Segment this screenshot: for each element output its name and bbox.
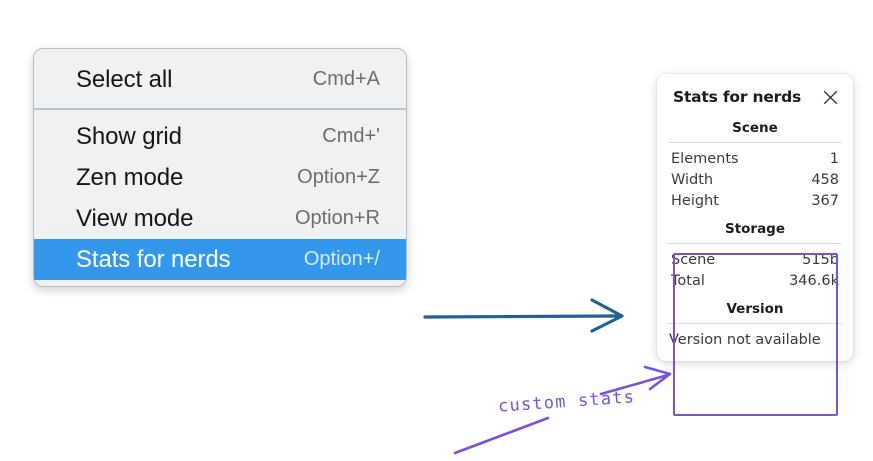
stats-panel-title: Stats for nerds [673, 88, 802, 106]
stats-row-value: 367 [811, 192, 839, 209]
section-spacer [657, 291, 853, 300]
menu-item-select-all[interactable]: Select all Cmd+A [34, 59, 406, 100]
stats-section-version: Version Version not available [657, 300, 853, 349]
stats-row-storage-scene: Scene 515b [657, 249, 853, 270]
stats-section-scene: Scene Elements 1 Width 458 Height 367 [657, 119, 853, 211]
stats-row-key: Total [671, 272, 705, 289]
stats-row-height: Height 367 [657, 190, 853, 211]
menu-item-label: Zen mode [76, 163, 184, 191]
section-heading: Scene [732, 120, 778, 136]
stats-panel-titlebar: Stats for nerds [657, 88, 853, 106]
custom-stats-underline-stroke [453, 416, 550, 455]
menu-item-shortcut: Option+/ [303, 248, 380, 270]
menu-item-label: Show grid [76, 122, 182, 150]
menu-item-shortcut: Option+R [294, 207, 380, 229]
context-menu[interactable]: Select all Cmd+A Show grid Cmd+' Zen mod… [33, 48, 407, 287]
stats-row-value: 458 [811, 171, 839, 188]
menu-item-label: View mode [76, 204, 194, 232]
menu-item-shortcut: Cmd+A [312, 68, 380, 90]
section-heading: Storage [724, 221, 786, 237]
menu-item-zen-mode[interactable]: Zen mode Option+Z [34, 157, 406, 198]
menu-item-shortcut: Cmd+' [322, 125, 380, 147]
stats-row-key: Elements [671, 150, 739, 167]
stats-section-storage: Storage Scene 515b Total 346.6k [657, 220, 853, 291]
stats-row-width: Width 458 [657, 169, 853, 190]
section-divider [668, 142, 842, 143]
stats-row-value: 515b [802, 251, 839, 268]
menu-item-label: Stats for nerds [76, 245, 231, 273]
stats-row-key: Width [671, 171, 714, 188]
menu-separator [34, 108, 406, 110]
flow-arrow-icon [423, 298, 624, 333]
stats-row-elements: Elements 1 [657, 148, 853, 169]
stats-row-storage-total: Total 346.6k [657, 270, 853, 291]
stats-row-value: 346.6k [789, 272, 839, 289]
stats-row-key: Height [671, 192, 719, 209]
stats-row-key: Scene [671, 251, 716, 268]
menu-item-show-grid[interactable]: Show grid Cmd+' [34, 116, 406, 157]
menu-item-view-mode[interactable]: View mode Option+R [34, 198, 406, 239]
stats-version-value: Version not available [669, 332, 821, 348]
section-spacer [657, 211, 853, 220]
section-divider [668, 323, 842, 324]
menu-item-shortcut: Option+Z [297, 166, 380, 188]
section-divider [668, 243, 842, 244]
stats-for-nerds-panel: Stats for nerds Scene Elements 1 Width 4… [657, 74, 853, 361]
close-icon[interactable] [822, 89, 839, 106]
section-heading: Version [726, 301, 784, 317]
menu-group-selection: Select all Cmd+A [34, 49, 406, 108]
custom-stats-annotation-label: custom stats [497, 387, 636, 417]
stats-row-value: 1 [829, 150, 839, 167]
menu-item-stats-for-nerds[interactable]: Stats for nerds Option+/ [34, 239, 406, 280]
menu-group-view: Show grid Cmd+' Zen mode Option+Z View m… [34, 110, 406, 286]
menu-item-label: Select all [76, 65, 173, 93]
